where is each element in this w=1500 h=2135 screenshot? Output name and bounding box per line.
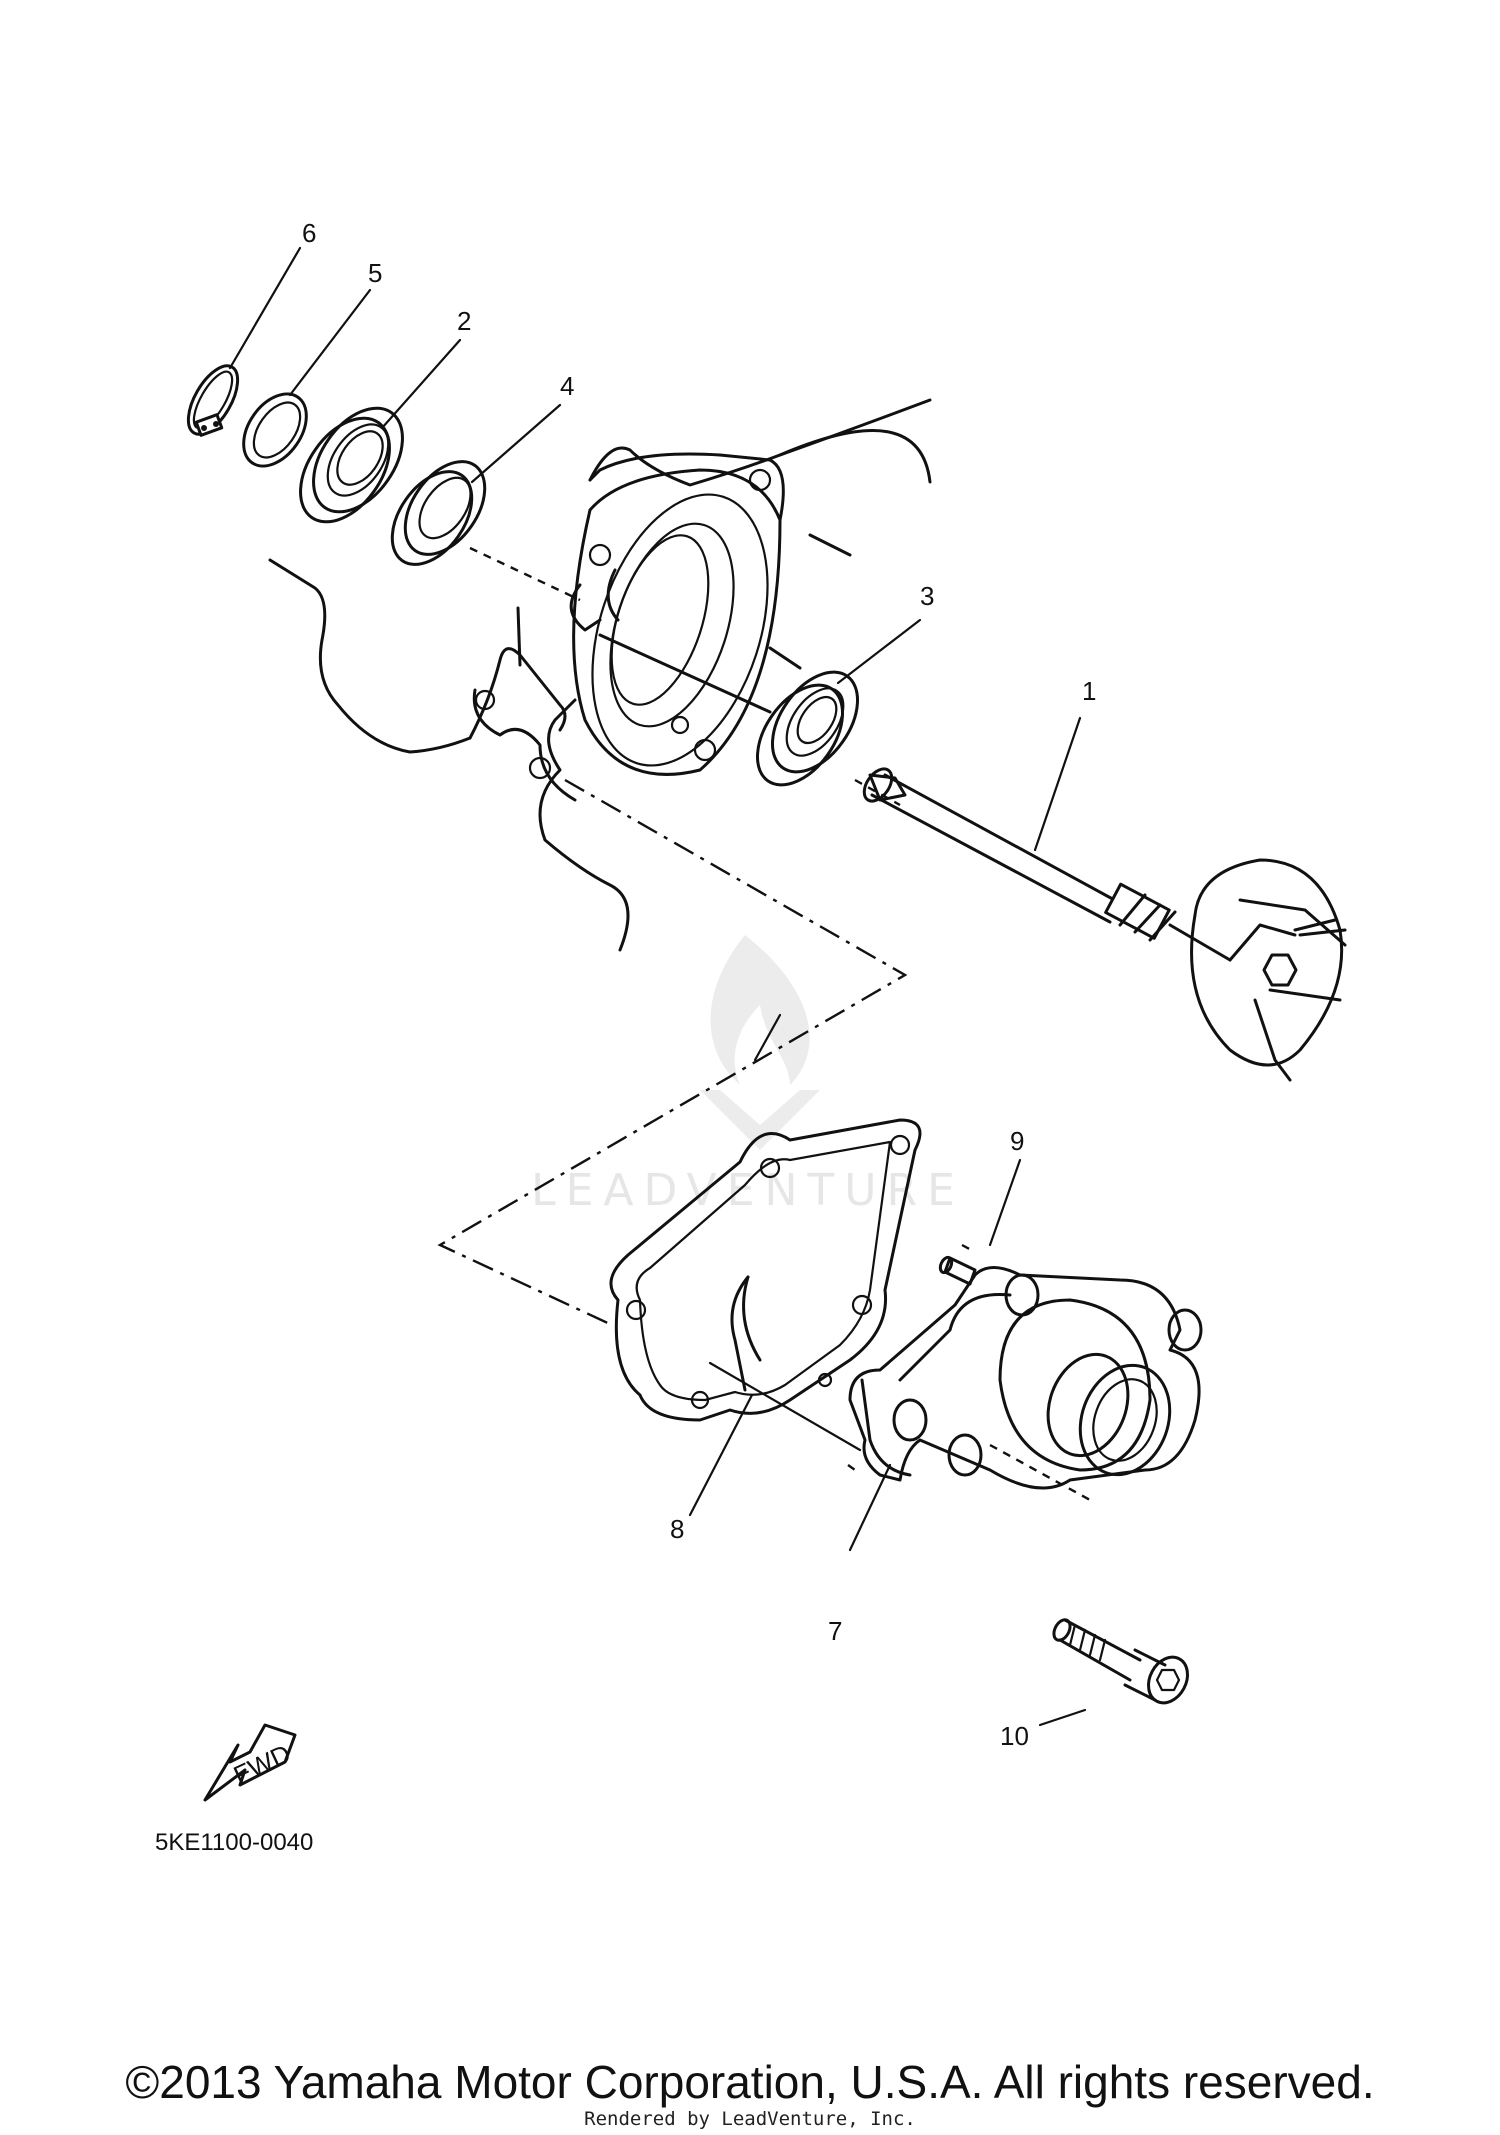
bearing-upper-part [299,406,404,524]
gasket-part [609,1118,922,1422]
callout-7: 7 [828,1616,842,1646]
bearing-lower-part [755,670,860,787]
crankcase-outline [268,398,932,952]
callout-8: 8 [670,1514,684,1544]
oil-seal-part [390,460,487,566]
callout-9: 9 [1010,1126,1024,1156]
drawing-code: 5KE1100-0040 [155,1829,313,1856]
watermark-text: LEADVENTURE [531,1165,965,1216]
fwd-arrow: FWD [203,1723,297,1802]
copyright-notice: ©2013 Yamaha Motor Corporation, U.S.A. A… [125,2056,1375,2108]
callout-2: 2 [457,306,471,336]
pump-cover-part [848,1266,1203,1490]
leader-lines [228,246,1087,1727]
callouts: 1 2 3 4 5 6 7 8 9 10 [302,218,1096,1751]
callout-4: 4 [560,371,574,401]
washer-part [242,392,308,468]
callout-3: 3 [920,581,934,611]
bolt-part [1052,1618,1189,1705]
impeller-shaft-part [862,767,1347,1082]
callout-6: 6 [302,218,316,248]
rendered-by-text: Rendered by LeadVenture, Inc. [584,2108,916,2130]
dowel-pin-part [938,1255,977,1286]
assembly-lines [437,546,1091,1502]
callout-5: 5 [368,258,382,288]
callout-1: 1 [1082,676,1096,706]
callout-10: 10 [1000,1721,1029,1751]
circlip-part [186,364,240,437]
